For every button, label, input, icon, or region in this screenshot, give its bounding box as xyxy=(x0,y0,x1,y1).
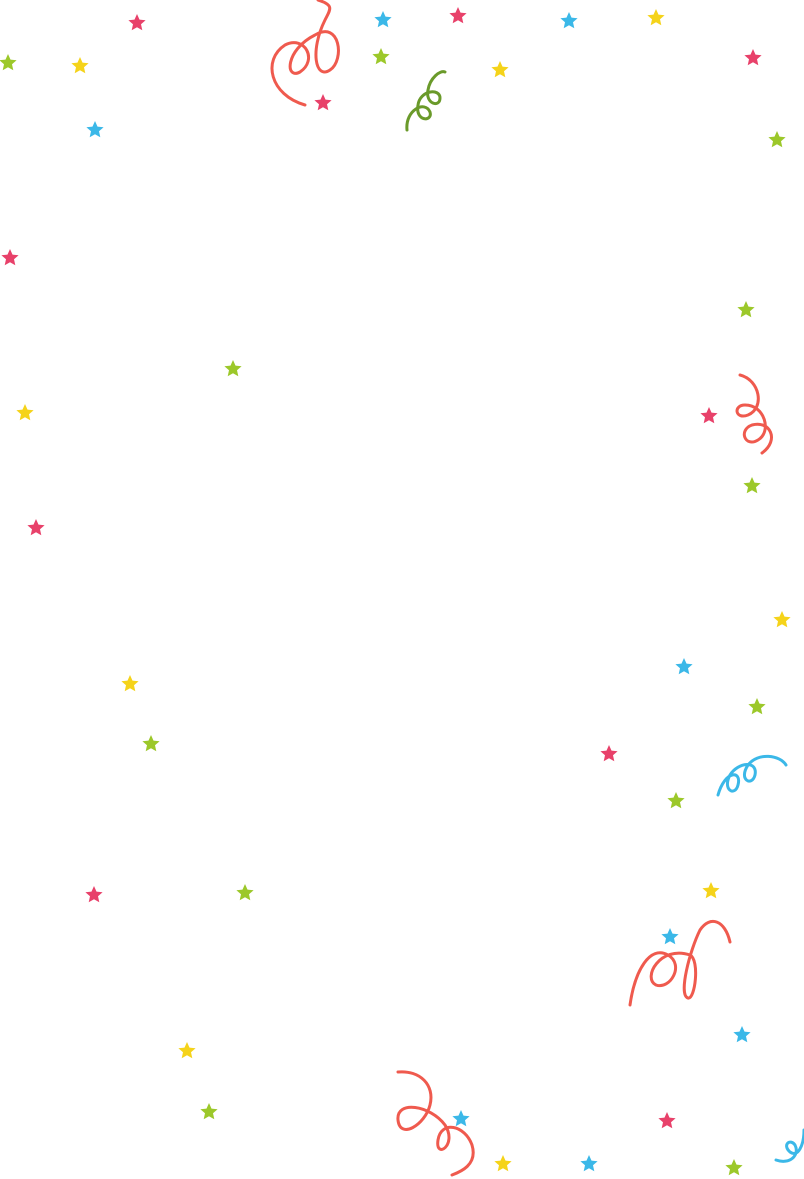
green-star-icon xyxy=(725,1159,743,1176)
green-star-icon xyxy=(236,884,254,901)
blue-star-icon xyxy=(452,1110,470,1127)
green-star-icon xyxy=(737,301,755,318)
yellow-star-icon xyxy=(491,61,509,78)
ribbons xyxy=(270,0,804,1177)
blue-star-icon xyxy=(733,1026,751,1043)
pink-star-icon xyxy=(27,519,45,536)
blue-star-icon xyxy=(580,1155,598,1172)
pink-star-icon xyxy=(744,49,762,66)
yellow-star-icon xyxy=(494,1155,512,1172)
yellow-star-icon xyxy=(121,675,139,692)
curly-ribbon-icon xyxy=(735,373,773,455)
pink-star-icon xyxy=(314,94,332,111)
green-star-icon xyxy=(768,131,786,148)
curly-ribbon-icon xyxy=(396,1070,475,1177)
yellow-star-icon xyxy=(71,57,89,74)
pink-star-icon xyxy=(128,14,146,31)
green-star-icon xyxy=(200,1103,218,1120)
blue-star-icon xyxy=(675,658,693,675)
blue-star-icon xyxy=(86,121,104,138)
curly-ribbon-icon xyxy=(405,70,447,132)
pink-star-icon xyxy=(658,1112,676,1129)
pink-star-icon xyxy=(700,407,718,424)
curly-ribbon-icon xyxy=(270,0,340,107)
yellow-star-icon xyxy=(647,9,665,26)
blue-star-icon xyxy=(661,928,679,945)
green-star-icon xyxy=(142,735,160,752)
yellow-star-icon xyxy=(178,1042,196,1059)
yellow-star-icon xyxy=(773,611,791,628)
curly-ribbon-icon xyxy=(716,754,788,797)
green-star-icon xyxy=(667,792,685,809)
stars xyxy=(0,7,791,1176)
pink-star-icon xyxy=(600,745,618,762)
green-star-icon xyxy=(372,48,390,65)
pink-star-icon xyxy=(1,249,19,266)
pink-star-icon xyxy=(85,886,103,903)
yellow-star-icon xyxy=(702,882,720,899)
blue-star-icon xyxy=(560,12,578,29)
green-star-icon xyxy=(743,477,761,494)
green-star-icon xyxy=(0,54,17,71)
blue-star-icon xyxy=(374,11,392,28)
green-star-icon xyxy=(748,698,766,715)
curly-ribbon-icon xyxy=(774,1128,804,1163)
green-star-icon xyxy=(224,360,242,377)
yellow-star-icon xyxy=(16,404,34,421)
curly-ribbon-icon xyxy=(628,919,732,1007)
pink-star-icon xyxy=(449,7,467,24)
